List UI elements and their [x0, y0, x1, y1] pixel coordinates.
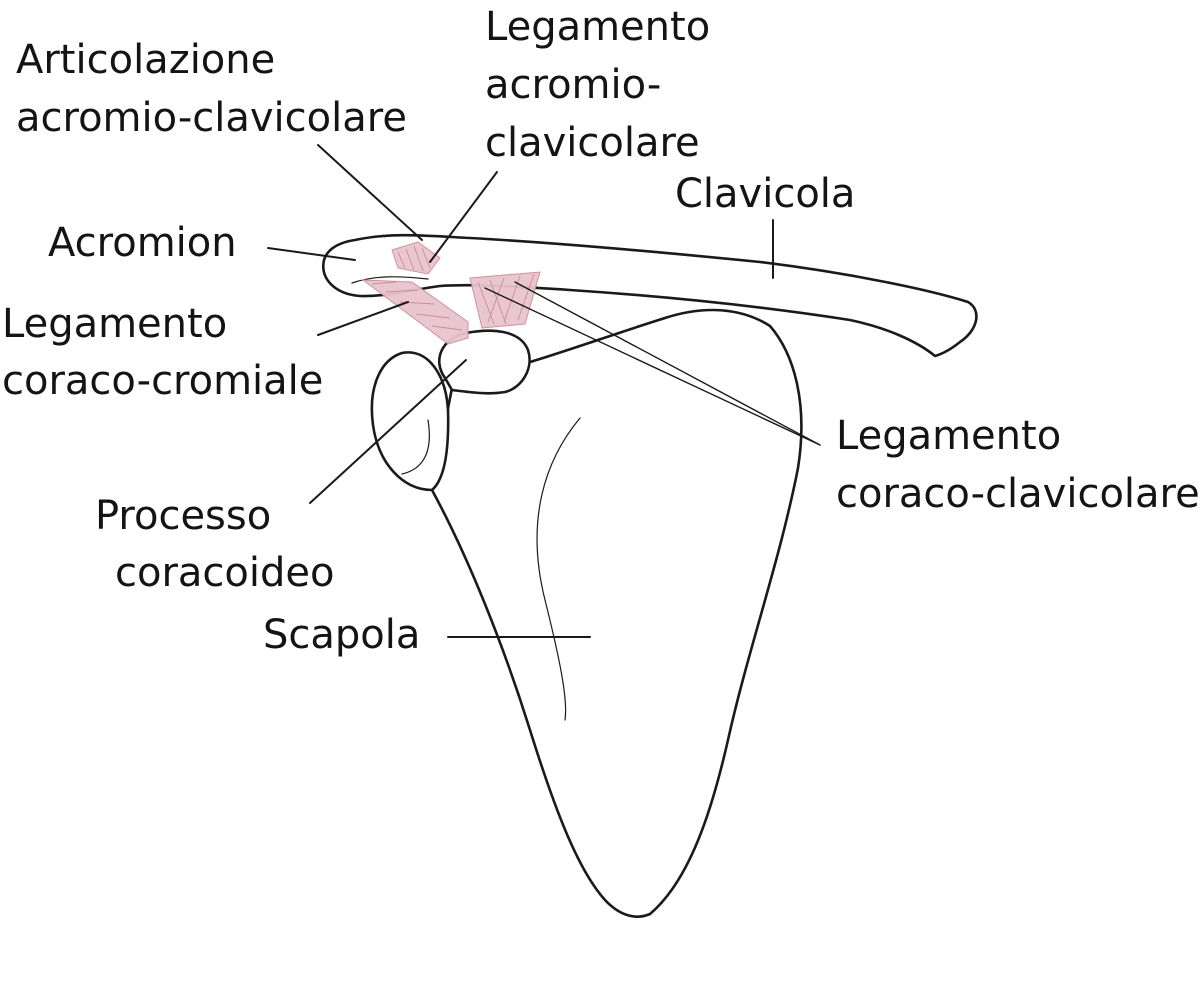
leader-lines: [267, 144, 821, 638]
leader-coracoacromial-ligament: [317, 301, 409, 336]
label-line: Processo: [95, 493, 271, 539]
label-acromion: Acromion: [48, 220, 237, 266]
leader-acromion: [267, 247, 356, 261]
coracoacromial-ligament-shape: [361, 279, 469, 345]
label-line: acromio-clavicolare: [16, 95, 407, 141]
acromioclavicular-ligament-hatch: [397, 245, 431, 272]
bones: [322, 233, 978, 918]
label-line: Legamento: [485, 4, 710, 50]
label-line: clavicolare: [485, 120, 700, 166]
label-line: coraco-cromiale: [2, 358, 323, 404]
label-line: Acromion: [48, 220, 237, 266]
label-coracoclavicular-ligament: Legamento coraco-clavicolare: [836, 413, 1200, 517]
label-acromioclavicular-joint: Articolazione acromio-clavicolare: [16, 37, 407, 141]
label-scapula: Scapola: [263, 612, 420, 658]
label-coracoid-process: Processo coracoideo: [95, 493, 334, 596]
leader-acromioclavicular-joint: [317, 144, 423, 241]
leader-coracoclavicular-ligament-b: [514, 281, 821, 446]
labels: Articolazione acromio-clavicolare Legame…: [2, 4, 1200, 658]
acromion-inner-line: [351, 276, 429, 284]
label-clavicle: Clavicola: [675, 171, 855, 217]
label-line: coraco-clavicolare: [836, 471, 1200, 517]
label-line: coracoideo: [115, 550, 334, 596]
label-coracoacromial-ligament: Legamento coraco-cromiale: [2, 301, 323, 404]
label-acromioclavicular-ligament: Legamento acromio- clavicolare: [485, 4, 723, 166]
glenoid-inner-line: [401, 419, 430, 475]
leader-acromioclavicular-ligament: [429, 171, 498, 263]
label-line: Articolazione: [16, 37, 275, 83]
scapula-body: [430, 308, 803, 918]
label-line: acromio-: [485, 62, 661, 108]
leader-coracoid-process: [309, 359, 467, 504]
glenoid-cavity: [370, 351, 450, 492]
label-line: Legamento: [836, 413, 1061, 459]
label-line: Clavicola: [675, 171, 855, 217]
label-line: Scapola: [263, 612, 420, 658]
leader-coracoclavicular-ligament-a: [484, 287, 821, 446]
scapula-spine-line: [536, 417, 581, 721]
clavicle-acromion: [322, 233, 978, 358]
label-line: Legamento: [2, 301, 227, 347]
